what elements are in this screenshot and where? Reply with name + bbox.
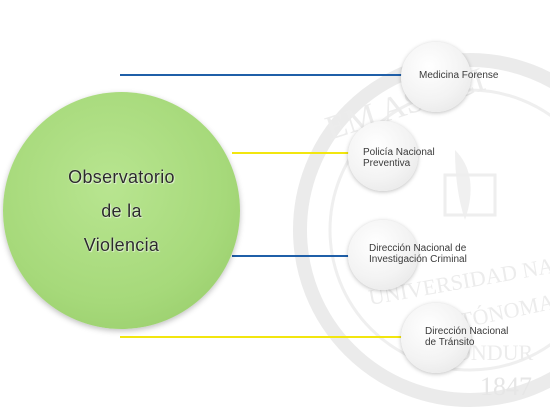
node-label-4: Dirección Nacional de Tránsito bbox=[425, 326, 509, 348]
hub-circle: Observatorio de la Violencia bbox=[3, 92, 240, 329]
connector-line-3 bbox=[232, 255, 357, 257]
hub-title-line-2: de la bbox=[101, 200, 142, 221]
node-label-3: Dirección Nacional de Investigación Crim… bbox=[369, 243, 467, 265]
connector-line-4 bbox=[120, 336, 410, 338]
svg-text:1847: 1847 bbox=[480, 372, 532, 401]
connector-line-1 bbox=[120, 74, 410, 76]
node-circle-4 bbox=[401, 303, 471, 373]
hub-title-line-1: Observatorio bbox=[68, 166, 175, 187]
node-label-1: Medicina Forense bbox=[419, 70, 499, 81]
node-circle-3 bbox=[348, 220, 418, 290]
connector-line-2 bbox=[232, 152, 357, 154]
node-circle-2 bbox=[348, 121, 418, 191]
node-circle-1 bbox=[401, 42, 471, 112]
hub-title-line-3: Violencia bbox=[83, 234, 160, 255]
node-label-2: Policía Nacional Preventiva bbox=[363, 147, 435, 169]
